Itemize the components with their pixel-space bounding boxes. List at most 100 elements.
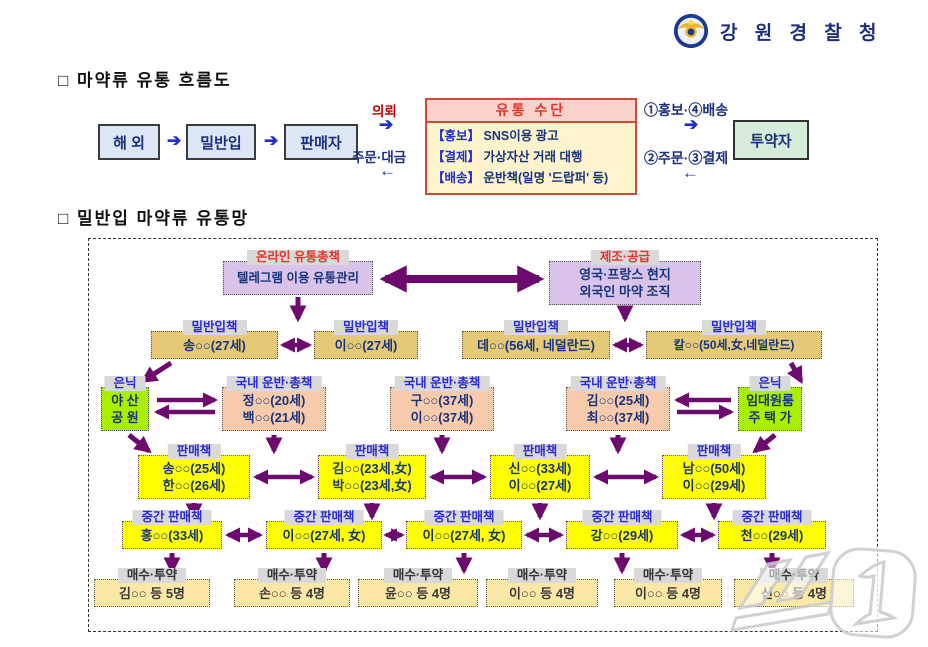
node-middleman: 중간 판매책 이○○(27세, 女)	[266, 510, 382, 549]
node-line: 최○○(37세)	[586, 410, 650, 425]
means-tag: 【결제】	[432, 150, 481, 164]
node-seller: 판매책 송○○(25세) 한○○(26세)	[138, 444, 250, 499]
node-line: 공 원	[111, 410, 139, 425]
node-middleman: 중간 판매책 강○○(29세)	[566, 510, 678, 549]
node-line: 임대원룸	[746, 393, 794, 408]
node-name: 손○○ 등 4명	[258, 585, 326, 601]
node-label: 매수·투약	[257, 568, 327, 583]
distribution-means-box: 유통 수단 【홍보】 SNS이용 광고 【결제】 가상자산 거래 대행 【배송】…	[425, 98, 637, 195]
node-label: 제조·공급	[590, 250, 660, 265]
section1-title: □ 마약류 유통 흐름도	[58, 71, 232, 90]
node-line: 영국·프랑스 현지	[579, 267, 671, 282]
flow-arrow-icon: ➔	[167, 131, 182, 150]
node-buyer: 매수·투약 윤○○ 등 4명	[358, 568, 478, 607]
node-name: 이○○ 등 4명	[634, 585, 702, 601]
node-name: 이○○(27세, 女)	[282, 527, 366, 543]
node-online-boss: 온라인 유통총책 텔레그램 이용 유통관리	[223, 250, 373, 295]
node-label: 은닉	[749, 376, 791, 391]
arrow-diagonal	[786, 361, 804, 384]
promo-delivery-arrow-icon: ➔	[684, 115, 699, 134]
node-label: 매수·투약	[383, 568, 453, 583]
node-middleman: 중간 판매책 홍○○(33세)	[122, 510, 222, 549]
node-seller: 판매책 신○○(33세) 이○○(27세)	[490, 444, 590, 499]
means-text: 가상자산 거래 대행	[483, 150, 583, 164]
means-row-promo: 【홍보】 SNS이용 광고	[432, 126, 630, 147]
node-name: 데○○(56세, 네덜란드)	[477, 337, 595, 353]
node-buyer: 매수·투약 이○○ 등 4명	[614, 568, 722, 607]
node-label: 중간 판매책	[284, 510, 364, 525]
promo-delivery-label: ①홍보·④배송	[644, 102, 729, 118]
means-tag: 【배송】	[432, 171, 481, 185]
node-name: 이○○(27세, 女)	[422, 527, 506, 543]
node-transporter: 국내 운반·총책 정○○(20세) 백○○(21세)	[222, 376, 326, 431]
node-name: 천○○(29세)	[740, 527, 804, 543]
node-label: 중간 판매책	[424, 510, 504, 525]
node-name: 칼○○(50세,女,네덜란드)	[673, 337, 795, 352]
node-name: 강○○(29세)	[590, 527, 654, 543]
node-label: 국내 운반·총책	[570, 376, 666, 391]
flow-node-seller: 판매자	[284, 124, 358, 160]
node-smuggler: 밀반입책 칼○○(50세,女,네덜란드)	[646, 320, 822, 359]
node-label: 밀반입책	[333, 320, 399, 335]
flow-arrow-icon: ➔	[264, 131, 279, 150]
order-payment-arrow-icon: ←	[682, 163, 699, 182]
node-label: 밀반입책	[503, 320, 569, 335]
node-line: 이○○(37세)	[410, 410, 474, 425]
order-payment2-label: ②주문·③결제	[644, 150, 729, 166]
node-name: 이○○ 등 4명	[508, 585, 576, 601]
node-transporter: 국내 운반·총책 김○○(25세) 최○○(37세)	[566, 376, 670, 431]
node-buyer: 매수·투약 손○○ 등 4명	[234, 568, 350, 607]
node-line: 이○○(29세)	[682, 478, 746, 493]
node-label: 국내 운반·총책	[226, 376, 322, 391]
node-buyer: 매수·투약 김○○ 등 5명	[94, 568, 210, 607]
network-container: 온라인 유통총책 텔레그램 이용 유통관리 제조·공급 영국·프랑스 현지 외국…	[88, 238, 878, 632]
node-name: 윤○○ 등 4명	[384, 585, 452, 601]
node-middleman: 중간 판매책 이○○(27세, 女)	[406, 510, 522, 549]
node-middleman: 중간 판매책 천○○(29세)	[718, 510, 826, 549]
means-title: 유통 수단	[427, 100, 635, 123]
request-label: 의뢰	[372, 104, 397, 119]
agency-header: 강 원 경 찰 청	[672, 12, 883, 50]
node-transporter: 국내 운반·총책 구○○(37세) 이○○(37세)	[390, 376, 494, 431]
node-label: 온라인 유통총책	[247, 250, 349, 265]
node-label: 매수·투약	[633, 568, 703, 583]
means-row-delivery: 【배송】 운반책(일명 '드랍퍼' 등)	[432, 168, 630, 189]
node-label: 중간 판매책	[582, 510, 662, 525]
police-emblem-icon	[673, 13, 709, 49]
arrow-diagonal	[127, 433, 152, 454]
node-label: 밀반입책	[701, 320, 767, 335]
node-smuggler: 밀반입책 이○○(27세)	[314, 320, 418, 359]
means-row-payment: 【결제】 가상자산 거래 대행	[432, 147, 630, 168]
means-text: 운반책(일명 '드랍퍼' 등)	[483, 171, 609, 185]
node-label: 매수·투약	[117, 568, 187, 583]
means-tag: 【홍보】	[432, 129, 481, 143]
node-label: 매수·투약	[507, 568, 577, 583]
node-line: 주 택 가	[748, 410, 792, 425]
node-smuggler: 밀반입책 송○○(27세)	[151, 320, 278, 359]
flow-node-user: 투약자	[733, 120, 809, 160]
flow-node-smuggling: 밀반입	[186, 124, 256, 160]
node-label: 판매책	[687, 444, 741, 459]
node-hideout-rental: 은닉 임대원룸 주 택 가	[738, 376, 802, 431]
node-buyer: 매수·투약 이○○ 등 4명	[486, 568, 598, 607]
node-line: 구○○(37세)	[410, 393, 474, 408]
node-line: 이○○(27세)	[508, 478, 572, 493]
arrow-diagonal	[140, 360, 173, 384]
node-label: 판매책	[167, 444, 221, 459]
node-line: 신○○(33세)	[508, 461, 572, 476]
node-line: 김○○(25세)	[586, 393, 650, 408]
node-line: 송○○(25세)	[162, 461, 226, 476]
node-line: 야 산	[111, 393, 139, 408]
order-payment-label: 주문·대금	[352, 150, 407, 165]
node-line: 김○○(23세,女)	[332, 461, 412, 476]
agency-title: 강 원 경 찰 청	[720, 22, 883, 44]
node-line: 박○○(23세,女)	[332, 478, 412, 493]
node-smuggler: 밀반입책 데○○(56세, 네덜란드)	[462, 320, 610, 359]
node-line: 한○○(26세)	[162, 478, 226, 493]
node-line: 남○○(50세)	[682, 461, 746, 476]
node-label: 판매책	[345, 444, 399, 459]
node-line: 정○○(20세)	[242, 393, 306, 408]
node-seller: 판매책 남○○(50세) 이○○(29세)	[662, 444, 766, 499]
node-hideout-mountain: 은닉 야 산 공 원	[101, 376, 149, 431]
